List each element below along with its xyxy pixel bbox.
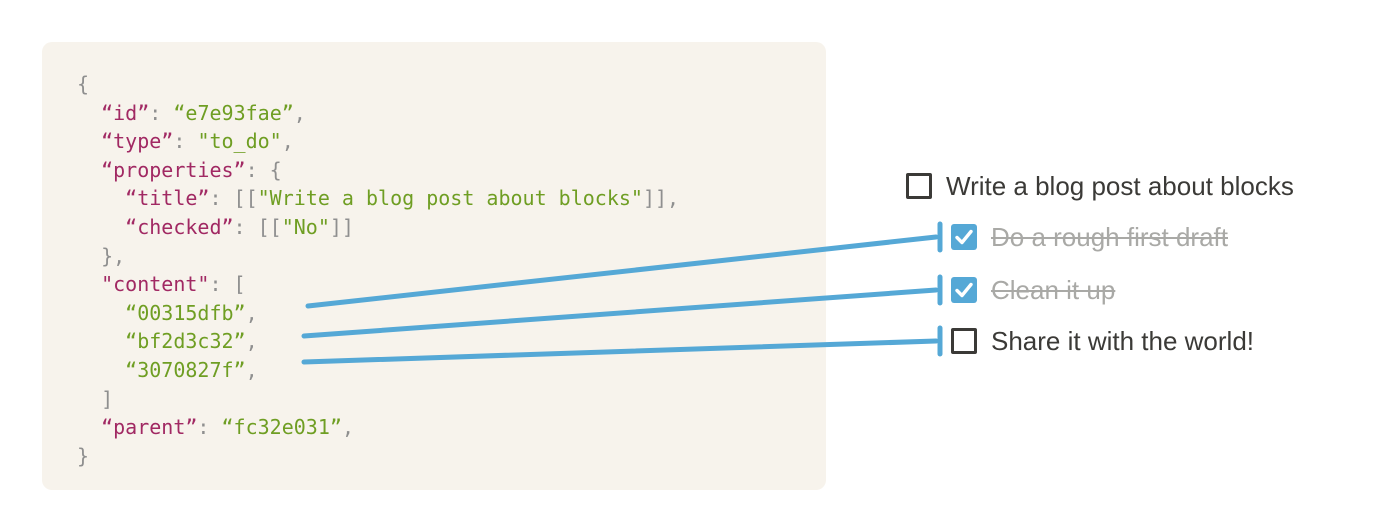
json-code-block: { “id”: “e7e93fae”, “type”: "to_do", “pr… <box>77 70 679 470</box>
todo-item: Share it with the world! <box>951 324 1254 358</box>
code-line: “00315dfb”, <box>77 299 679 328</box>
code-token-punctuation: , <box>341 415 354 440</box>
code-line: “properties”: { <box>77 156 679 185</box>
code-line: “checked”: [["No"]] <box>77 213 679 242</box>
code-token-punctuation: , <box>281 129 294 154</box>
code-token-string: “3070827f” <box>125 357 246 382</box>
check-mark-icon <box>955 282 973 298</box>
todo-label: Share it with the world! <box>991 325 1255 356</box>
json-code-panel: { “id”: “e7e93fae”, “type”: "to_do", “pr… <box>42 42 826 490</box>
todo-item: Do a rough first draft <box>951 220 1228 254</box>
code-token-key: “title” <box>125 186 210 211</box>
code-line: { <box>77 70 679 99</box>
code-token-punctuation: ]], <box>642 186 680 211</box>
code-token-key: “type” <box>101 129 174 154</box>
code-token-punctuation: : <box>197 415 222 440</box>
code-token-key: “properties” <box>101 157 246 182</box>
code-token-key: “parent” <box>101 415 198 440</box>
code-token-punctuation <box>77 272 101 296</box>
code-token-punctuation: ]] <box>329 214 354 239</box>
code-token-punctuation: : { <box>245 157 282 182</box>
code-token-punctuation <box>77 358 125 382</box>
code-token-string: "No" <box>281 214 330 239</box>
todo-item: Clean it up <box>951 273 1115 307</box>
todo-label: Do a rough first draft <box>991 221 1228 252</box>
code-token-punctuation: : [[ <box>233 214 282 239</box>
code-line: “parent”: “fc32e031”, <box>77 413 679 442</box>
code-token-key: “checked” <box>125 214 234 239</box>
code-line: ] <box>77 385 679 414</box>
code-token-punctuation <box>77 329 125 353</box>
code-token-punctuation: , <box>245 357 258 382</box>
code-token-string: "Write a blog post about blocks" <box>257 186 643 211</box>
empty-checkbox-icon[interactable] <box>906 173 932 199</box>
code-line: “title”: [["Write a blog post about bloc… <box>77 184 679 213</box>
code-token-string: “e7e93fae” <box>173 100 294 125</box>
code-line: } <box>77 442 679 471</box>
code-token-punctuation <box>77 215 125 239</box>
code-token-punctuation <box>77 158 101 182</box>
code-token-punctuation <box>77 186 125 210</box>
code-token-punctuation <box>77 301 125 325</box>
todo-label: Clean it up <box>991 274 1116 305</box>
code-token-string: “bf2d3c32” <box>125 329 246 354</box>
code-token-punctuation <box>77 415 101 439</box>
check-mark-icon <box>955 229 973 245</box>
code-line: “bf2d3c32”, <box>77 327 679 356</box>
checked-checkbox-icon[interactable] <box>951 277 977 303</box>
code-token-punctuation: : <box>149 100 174 125</box>
code-token-string: "to_do" <box>197 129 282 154</box>
code-token-string: “00315dfb” <box>125 300 246 325</box>
code-line: “id”: “e7e93fae”, <box>77 99 679 128</box>
todo-label: Write a blog post about blocks <box>946 170 1294 201</box>
code-line: “type”: "to_do", <box>77 127 679 156</box>
todo-item: Write a blog post about blocks <box>906 169 1294 203</box>
code-token-key: “id” <box>101 100 150 125</box>
code-token-punctuation: }, <box>77 243 126 268</box>
code-line: “3070827f”, <box>77 356 679 385</box>
code-token-punctuation: , <box>245 329 258 354</box>
code-token-punctuation: : [ <box>209 272 246 297</box>
code-token-punctuation: : <box>173 129 198 154</box>
code-token-key: "content" <box>101 272 210 297</box>
code-token-punctuation <box>77 101 101 125</box>
code-token-punctuation: : [[ <box>209 186 258 211</box>
code-token-punctuation: } <box>77 443 90 468</box>
checked-checkbox-icon[interactable] <box>951 224 977 250</box>
code-line: }, <box>77 242 679 271</box>
code-token-punctuation: { <box>77 72 90 96</box>
code-token-punctuation: ] <box>77 386 114 411</box>
code-token-punctuation: , <box>293 100 306 125</box>
code-token-punctuation: , <box>245 300 258 325</box>
code-token-punctuation <box>77 129 101 153</box>
code-token-string: “fc32e031” <box>221 415 342 440</box>
code-line: "content": [ <box>77 270 679 299</box>
empty-checkbox-icon[interactable] <box>951 328 977 354</box>
